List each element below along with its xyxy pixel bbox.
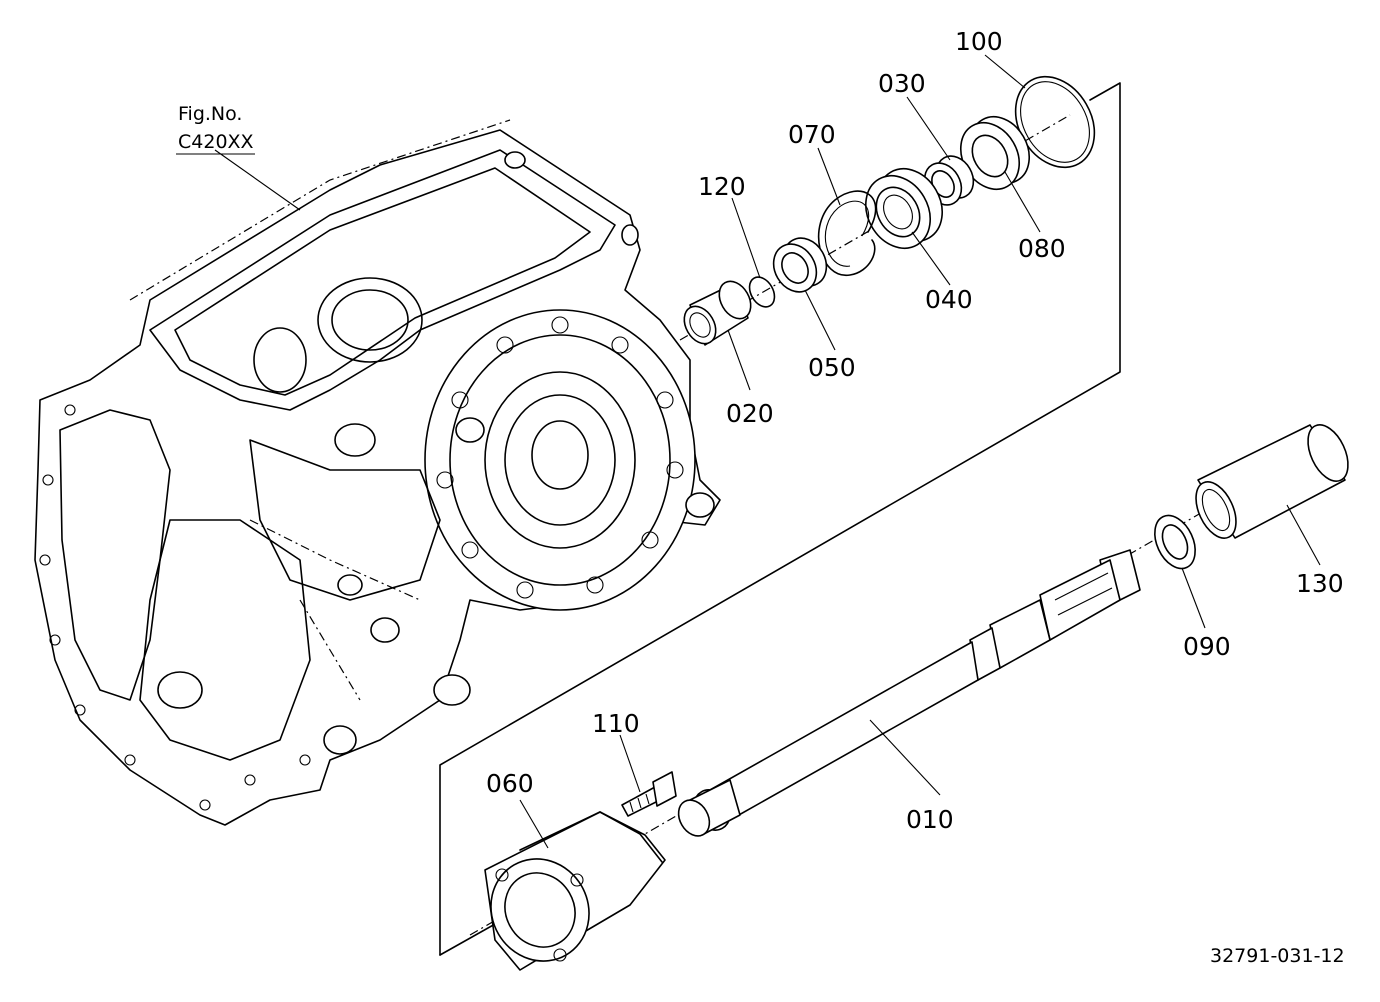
transmission-housing <box>34 119 721 826</box>
drawing-number: 32791-031-12 <box>1210 945 1345 967</box>
label-120: 120 <box>698 172 746 201</box>
label-010: 010 <box>906 805 954 834</box>
figure-reference-line1: Fig.No. <box>178 103 242 125</box>
figure-reference-line2: C420XX <box>178 131 254 153</box>
part-090-oil-seal <box>1154 514 1196 570</box>
label-090: 090 <box>1183 632 1231 661</box>
part-050-nut <box>772 237 828 293</box>
label-030: 030 <box>878 69 926 98</box>
label-020: 020 <box>726 399 774 428</box>
part-130-sleeve <box>1195 424 1349 539</box>
part-040-ball-bearing <box>865 168 943 249</box>
part-070-circlip <box>817 190 877 276</box>
label-060: 060 <box>486 769 534 798</box>
part-060-pto-cover <box>484 811 666 971</box>
label-070: 070 <box>788 120 836 149</box>
part-020-needle-bearing <box>683 280 752 346</box>
label-130: 130 <box>1296 569 1344 598</box>
label-080: 080 <box>1018 234 1066 263</box>
label-050: 050 <box>808 353 856 382</box>
leader-lines <box>214 54 1321 849</box>
figure-reference: Fig.No. C420XX <box>176 103 255 155</box>
label-100: 100 <box>955 27 1003 56</box>
label-110: 110 <box>592 709 640 738</box>
part-080-oil-seal <box>959 116 1031 190</box>
part-110-bolt <box>621 771 677 817</box>
label-040: 040 <box>925 285 973 314</box>
part-120-snap-ring <box>748 276 776 308</box>
part-010-pto-shaft <box>677 549 1141 837</box>
part-labels: 100 030 070 120 080 040 050 020 130 090 … <box>486 27 1344 834</box>
